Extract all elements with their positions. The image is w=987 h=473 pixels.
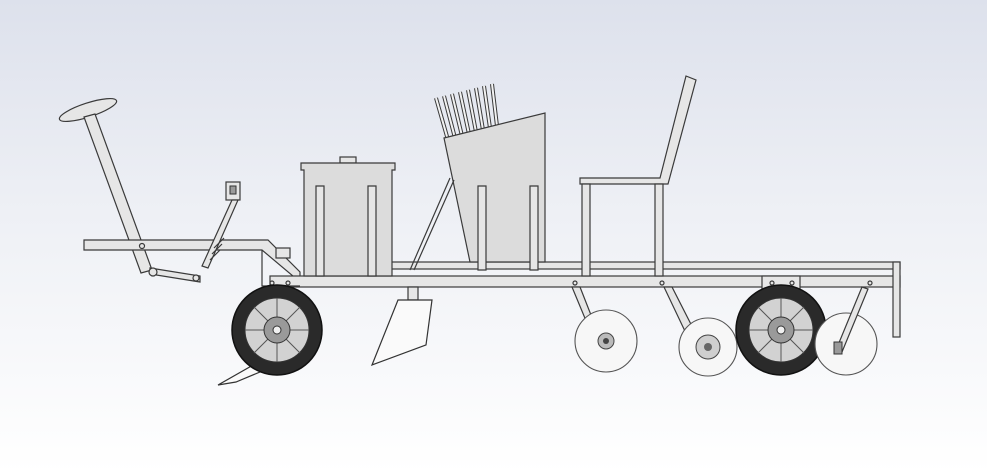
rear-disc [814,286,878,376]
seed-tubes [434,83,499,141]
furrow-opener [370,286,433,367]
press-wheel [663,286,738,377]
rear-wheel [735,275,827,376]
coverer-disc-1 [571,286,638,373]
front-drawbar [83,239,301,284]
hitch-post [201,181,241,269]
operator-seat [579,75,697,277]
fertilizer-box [300,156,396,277]
seed-hopper [409,83,546,271]
front-wheel [231,284,323,376]
